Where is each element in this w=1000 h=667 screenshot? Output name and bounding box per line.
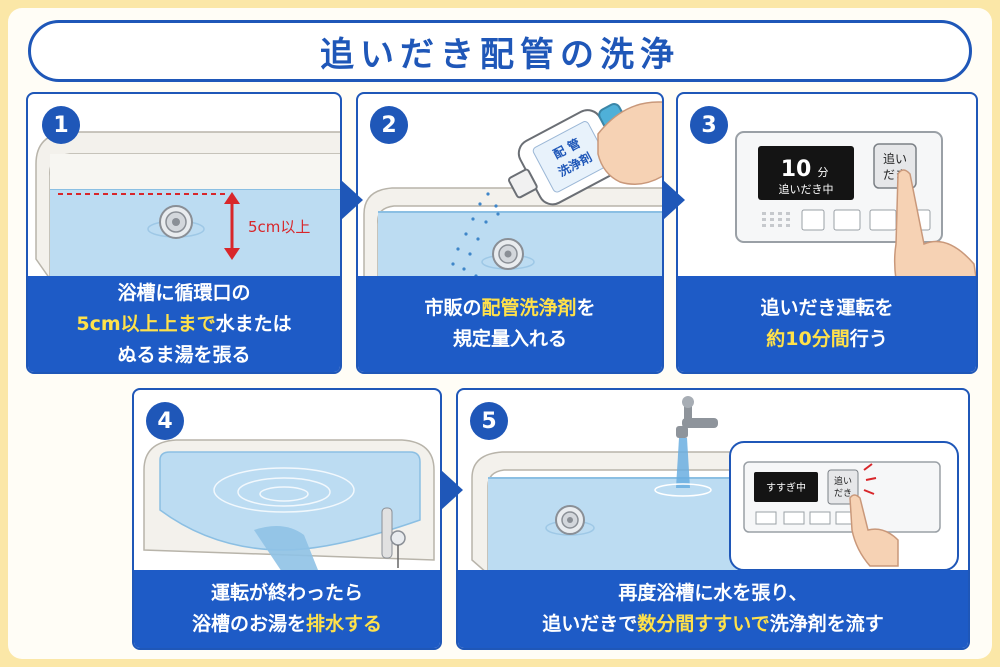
caption-highlight: 配管洗浄剤 [481,297,577,319]
step-1-caption: 浴槽に循環口の 5cm以上上まで水またはぬるま湯を張る [28,276,340,372]
step-5-number-badge: 5 [470,402,508,440]
arrow-right-icon [441,470,463,510]
caption-text: 水または [215,312,292,335]
faucet-icon [676,396,718,438]
caption-line: 市販の配管洗浄剤を [424,293,595,324]
speaker-grille-icon [762,212,790,227]
finger-press-icon [849,494,899,567]
step-3-caption: 追いだき運転を約10分間行う [678,276,976,372]
caption-text: 浴槽に循環口の [117,281,251,304]
press-indicator-icon [863,463,877,495]
measure-label: 5cm以上 [248,218,310,236]
reheat-button-label-top: 追い [834,475,852,487]
step-2-number-badge: 2 [370,106,408,144]
arrow-right-icon [341,180,363,220]
caption-text: 行う [849,328,888,350]
caption-text: 再度浴槽に水を張り、 [618,582,808,604]
step-4-illustration [143,439,435,592]
controller-display [754,472,818,502]
caption-text: 追いだきで [542,613,638,635]
circulation-outlet-icon [545,505,595,536]
page-title: 追いだき配管の洗浄 [320,34,680,75]
caption-text: を [576,297,596,319]
caption-line: 浴槽に循環口の [117,278,250,309]
caption-line: 浴槽のお湯を排水する [192,609,382,640]
step-5-caption: 再度浴槽に水を張り、追いだきで数分間すすいで洗浄剤を流す [458,570,968,648]
caption-highlight: 5cm以上上まで [76,312,216,335]
caption-line: 約10分間行う [766,324,887,355]
step-3-panel: 10 分 追いだき中 追い だき 3 追いだき運転を約10分間行う [676,92,978,374]
circulation-outlet-icon [481,238,535,270]
step-1-number-badge: 1 [42,106,80,144]
display-status: 追いだき中 [779,182,834,196]
step-1-panel: 5cm以上 1 浴槽に循環口の 5cm以上上まで水またはぬるま湯を張る [26,92,342,374]
display-status: すすぎ中 [766,481,806,494]
water-stream-icon [676,438,690,488]
control-button[interactable] [869,209,897,231]
hand-icon [597,101,662,185]
caption-text: 洗浄剤を流す [769,613,884,635]
control-button[interactable] [833,209,861,231]
caption-line: 再度浴槽に水を張り、 [618,578,807,609]
step-5-illustration: すすぎ中 追い だき [471,396,959,576]
caption-line: 追いだき運転を [760,293,893,324]
caption-highlight: 排水する [306,613,383,635]
reheat-button[interactable] [827,469,859,505]
caption-line: 追いだきで数分間すすいで洗浄剤を流す [542,609,883,640]
caption-line: ぬるま湯を張る [117,340,250,371]
reheat-button-label-top: 追い [883,151,907,166]
caption-line: 運転が終わったら [211,578,363,609]
whirlpool-icon [213,467,355,513]
step-4-number-badge: 4 [146,402,184,440]
caption-text: 市販の [424,297,482,319]
measure-arrow-icon [224,192,240,260]
title-banner: 追いだき配管の洗浄 [28,20,972,82]
caption-text: 浴槽のお湯を [191,613,306,635]
reheat-button-label-bottom: だき [834,488,852,499]
circulation-outlet-icon [147,205,205,239]
control-button[interactable] [801,209,825,231]
drain-plug-icon [390,530,406,546]
step-3-number-badge: 3 [690,106,728,144]
controller-display [758,146,854,200]
caption-line: 規定量入れる [453,324,567,355]
caption-highlight: 数分間すすいで [637,613,770,635]
step-2-caption: 市販の配管洗浄剤を規定量入れる [358,276,662,372]
step-2-panel: 配 管 洗浄剤 2 市販の配管洗浄剤を規定量入れる [356,92,664,374]
caption-text: 運転が終わったら [210,582,363,604]
caption-text: 規定量入れる [452,328,567,350]
display-unit: 分 [818,166,829,179]
caption-text: ぬるま湯を張る [117,343,251,366]
caption-text: 追いだき運転を [760,297,894,319]
step-5-panel: すすぎ中 追い だき 5 再度浴槽に水を張り、追いだきで数分間すすいで洗浄剤を流… [456,388,970,650]
caption-line: 5cm以上上まで水または [76,309,291,340]
caption-highlight: 約10分間 [766,328,850,350]
step-4-caption: 運転が終わったら浴槽のお湯を排水する [134,570,440,648]
step-2-illustration: 配 管 洗浄剤 [363,101,662,312]
display-minutes: 10 [781,157,812,182]
arrow-right-icon [663,180,685,220]
step-4-panel: 4 運転が終わったら浴槽のお湯を排水する [132,388,442,650]
